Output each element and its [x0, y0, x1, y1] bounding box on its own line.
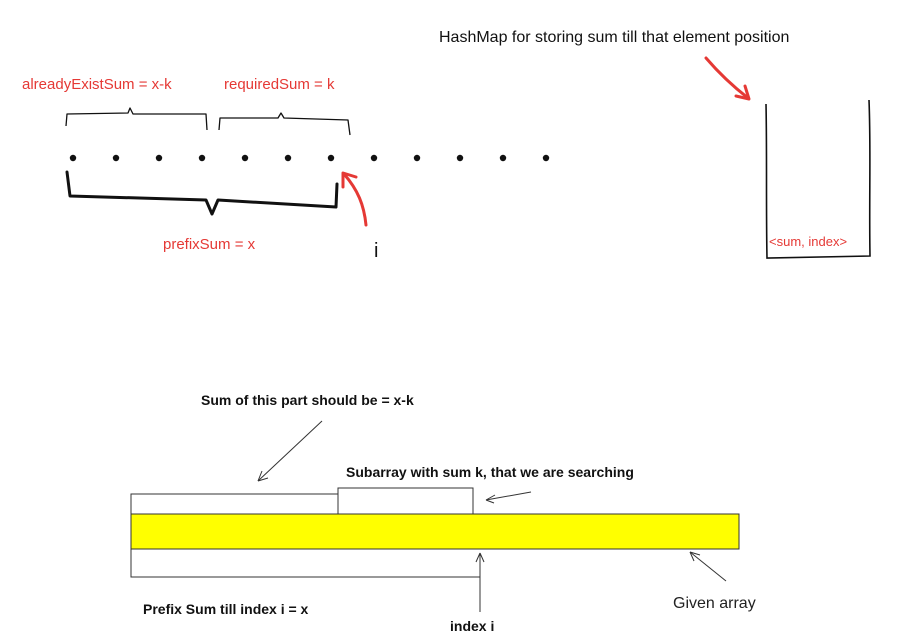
array-dot [241, 154, 249, 162]
given-array-label: Given array [673, 595, 756, 612]
index-arrow [342, 172, 368, 227]
sum-part-arrow [257, 420, 323, 482]
hashmap-arrow [704, 56, 750, 100]
array-dots [69, 154, 550, 162]
array-dot [69, 154, 77, 162]
subarray-bracket [337, 487, 474, 514]
required-sum-label: requiredSum = k [224, 76, 335, 93]
sum-part-bracket [130, 493, 339, 514]
array-dot [284, 154, 292, 162]
prefix-sum-brace [65, 170, 339, 216]
array-dot [499, 154, 507, 162]
index-label: i [374, 240, 378, 262]
given-array-bar [130, 513, 740, 550]
array-dot [370, 154, 378, 162]
index-i-label: index i [450, 618, 494, 634]
hashmap-entry-label: <sum, index> [769, 234, 847, 249]
array-dot [456, 154, 464, 162]
top-section: HashMap for storing sum till that elemen… [22, 29, 871, 262]
required-brace [218, 112, 351, 136]
hashmap-box [765, 99, 871, 259]
array-dot [413, 154, 421, 162]
array-dot [155, 154, 163, 162]
bottom-section: Sum of this part should be = x-k Subarra… [130, 392, 756, 634]
hashmap-arrow-head [734, 84, 751, 101]
given-array-arrow [689, 551, 727, 582]
array-dot [112, 154, 120, 162]
index-i-arrow-head [475, 552, 485, 563]
array-dot [327, 154, 335, 162]
already-exist-brace [65, 107, 208, 131]
given-array-arrow-head [689, 551, 701, 562]
prefix-till-index-label: Prefix Sum till index i = x [143, 601, 309, 617]
subarray-arrow [485, 491, 532, 501]
array-dot [542, 154, 550, 162]
subarray-label: Subarray with sum k, that we are searchi… [346, 464, 634, 480]
already-exist-sum-label: alreadyExistSum = x-k [22, 76, 172, 93]
prefix-bracket [130, 549, 481, 578]
hashmap-title: HashMap for storing sum till that elemen… [439, 29, 789, 46]
array-dot [198, 154, 206, 162]
prefix-sum-label: prefixSum = x [163, 236, 256, 253]
subarray-arrow-head [485, 494, 496, 504]
sum-part-arrow-head [257, 470, 269, 482]
index-arrow-head [341, 171, 358, 189]
sum-part-label: Sum of this part should be = x-k [201, 392, 414, 408]
